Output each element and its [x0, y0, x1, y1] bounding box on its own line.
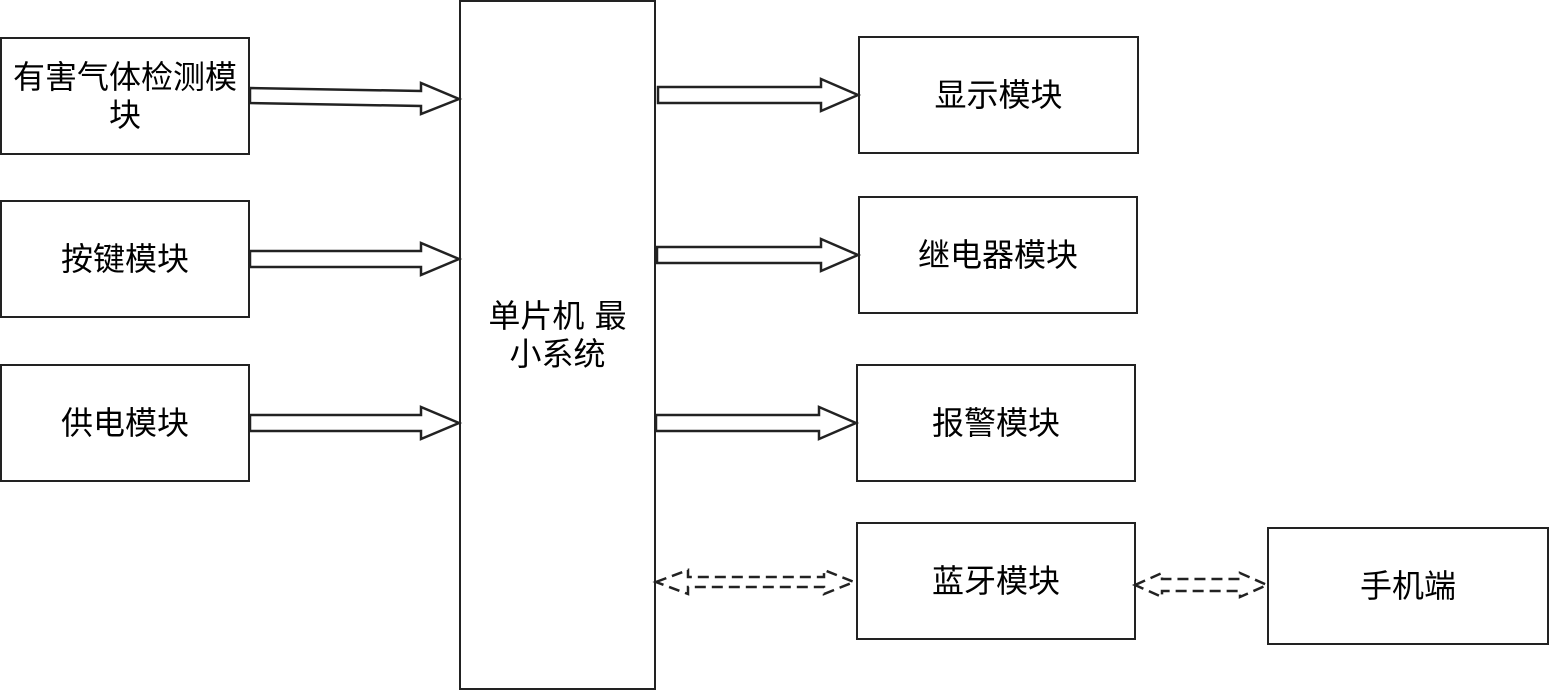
relay-module-label: 继电器模块	[917, 236, 1078, 274]
arrow-power-to-mcu	[248, 405, 463, 441]
display-module-box: 显示模块	[858, 36, 1139, 154]
power-module-box: 供电模块	[0, 364, 250, 482]
mcu-min-system-label: 单片机 最小系统	[488, 297, 627, 373]
arrow-key-to-mcu	[248, 241, 463, 277]
dashed-arrow-bluetooth-phone	[1131, 571, 1271, 599]
bluetooth-module-box: 蓝牙模块	[856, 522, 1136, 640]
alarm-module-box: 报警模块	[856, 364, 1136, 482]
gas-detection-module-label: 有害气体检测模块	[12, 58, 237, 134]
alarm-module-label: 报警模块	[931, 404, 1060, 442]
arrow-mcu-to-relay	[655, 237, 862, 273]
arrow-mcu-to-display	[656, 77, 862, 113]
display-module-label: 显示模块	[934, 76, 1063, 114]
mcu-min-system-box: 单片机 最小系统	[459, 0, 656, 690]
arrow-mcu-to-alarm	[654, 405, 860, 441]
arrow-gas-to-mcu	[248, 81, 463, 116]
key-module-label: 按键模块	[60, 240, 189, 278]
bluetooth-module-label: 蓝牙模块	[931, 562, 1060, 600]
power-module-label: 供电模块	[60, 404, 189, 442]
connection-arrows	[248, 77, 1271, 599]
phone-end-label: 手机端	[1359, 567, 1456, 605]
gas-detection-module-box: 有害气体检测模块	[0, 37, 250, 155]
phone-end-box: 手机端	[1267, 527, 1549, 645]
dashed-arrow-mcu-bluetooth	[652, 568, 858, 596]
